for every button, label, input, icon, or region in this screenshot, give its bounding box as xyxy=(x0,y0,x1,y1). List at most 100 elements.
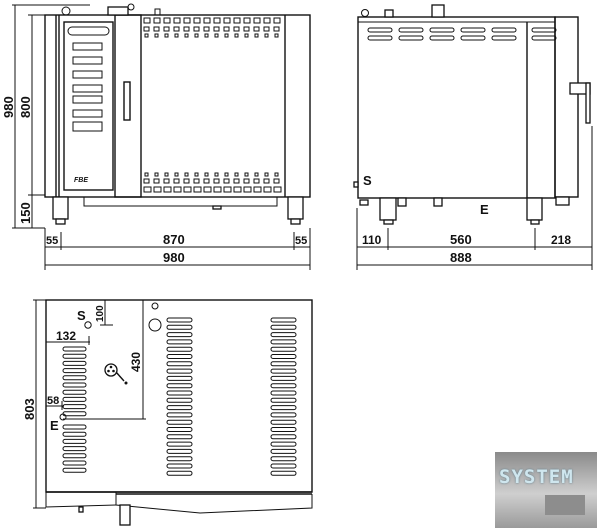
side-supply-label: S xyxy=(363,173,372,188)
vent-slot xyxy=(253,17,261,24)
vent-slot xyxy=(270,405,297,411)
vent-slot xyxy=(144,172,149,177)
vent-slot xyxy=(143,17,151,24)
vent-slot xyxy=(166,354,193,359)
vent-slot xyxy=(166,390,193,396)
vent-slot xyxy=(429,35,455,41)
vent-slot xyxy=(223,17,231,24)
vent-slot xyxy=(163,186,172,193)
dim-supply-from-top: 100 xyxy=(95,305,106,322)
vent-slot xyxy=(164,172,169,177)
drain-outlet xyxy=(119,504,131,526)
vent-slot xyxy=(273,178,280,184)
vent-slot xyxy=(270,361,297,367)
top-drain-label: E xyxy=(50,418,59,433)
vent-slot xyxy=(531,35,557,41)
control-button xyxy=(72,42,103,51)
vent-slot xyxy=(143,178,150,184)
vent-slot xyxy=(166,383,193,389)
leg-left xyxy=(52,196,69,220)
control-button xyxy=(72,121,103,132)
vent-slot xyxy=(270,390,297,396)
side-leg-front xyxy=(379,197,397,221)
vent-slot xyxy=(163,178,170,184)
drain-symbol xyxy=(104,363,128,385)
vent-slot xyxy=(153,186,162,193)
connection-small xyxy=(151,302,159,310)
vent-slot xyxy=(166,375,193,381)
vent-slot xyxy=(143,186,152,193)
vent-slot xyxy=(166,412,193,418)
dim-body-height: 800 xyxy=(18,96,33,118)
front-view: FBE 980 800 150 xyxy=(1,3,311,270)
vent-slot xyxy=(270,412,297,418)
vent-slot xyxy=(398,27,424,33)
vent-slot xyxy=(166,456,193,462)
vent-slot xyxy=(223,26,230,32)
vent-slot xyxy=(254,33,259,38)
vent-slot xyxy=(264,33,269,38)
dim-top-depth: 803 xyxy=(22,398,37,420)
vent-slot xyxy=(270,463,297,469)
dim-drain-from-top: 430 xyxy=(129,352,143,372)
side-door xyxy=(554,16,579,198)
vent-slot xyxy=(223,178,230,184)
dim-total-depth: 888 xyxy=(450,250,472,265)
vent-slot xyxy=(253,186,262,193)
vent-slot xyxy=(367,27,393,33)
vent-slot xyxy=(62,411,87,417)
vent-slot xyxy=(203,186,212,193)
vent-slot xyxy=(183,178,190,184)
drain-connection xyxy=(59,413,67,421)
vent-slot xyxy=(163,26,170,32)
vent-slot xyxy=(243,178,250,184)
control-panel xyxy=(63,21,114,191)
vent-slot xyxy=(263,186,272,193)
vent-slot xyxy=(273,17,281,24)
vent-slot xyxy=(62,382,87,388)
vent-slot xyxy=(173,178,180,184)
vent-slot xyxy=(62,404,87,410)
vent-slot xyxy=(166,427,193,432)
vent-slot xyxy=(163,17,171,24)
vent-slot xyxy=(214,33,219,38)
vent-slot xyxy=(194,172,199,177)
vent-slot xyxy=(183,26,190,32)
door xyxy=(114,14,142,198)
door-handle[interactable] xyxy=(123,81,131,121)
side-vents xyxy=(367,27,557,41)
dim-supply-from-left: 132 xyxy=(56,329,76,343)
top-vents xyxy=(62,317,297,476)
vent-slot xyxy=(270,383,297,389)
vent-slot xyxy=(62,438,87,444)
watermark-logo: SYSTEM xyxy=(495,452,597,528)
vent-slot xyxy=(62,453,87,459)
vent-slot xyxy=(270,339,297,345)
top-view: S E 803 100 132 430 58 xyxy=(22,299,313,526)
vent-slot xyxy=(263,178,270,184)
vent-slot xyxy=(233,178,240,184)
dim-left-offset: 55 xyxy=(46,235,58,247)
control-button xyxy=(72,109,103,118)
vent-slot xyxy=(223,186,232,193)
vent-slot xyxy=(173,26,180,32)
vent-slot xyxy=(270,470,297,476)
vent-slot xyxy=(213,186,222,193)
vent-slot xyxy=(491,35,517,41)
vent-slot xyxy=(270,332,297,338)
dim-leg-height: 150 xyxy=(18,202,33,224)
vent-slot xyxy=(62,431,87,437)
dim-leg-span: 870 xyxy=(163,232,185,247)
vent-slot xyxy=(173,17,181,24)
model-label: FBE xyxy=(74,177,88,184)
vent-slot xyxy=(254,172,259,177)
vent-slot xyxy=(234,33,239,38)
dim-rear-offset: 218 xyxy=(551,233,571,247)
top-dimensions: 803 100 132 430 58 xyxy=(22,299,146,509)
vent-slot xyxy=(166,405,193,411)
vent-slot xyxy=(264,172,269,177)
vent-slot xyxy=(274,172,279,177)
vent-slot xyxy=(62,460,87,466)
vent-slot xyxy=(213,26,220,32)
